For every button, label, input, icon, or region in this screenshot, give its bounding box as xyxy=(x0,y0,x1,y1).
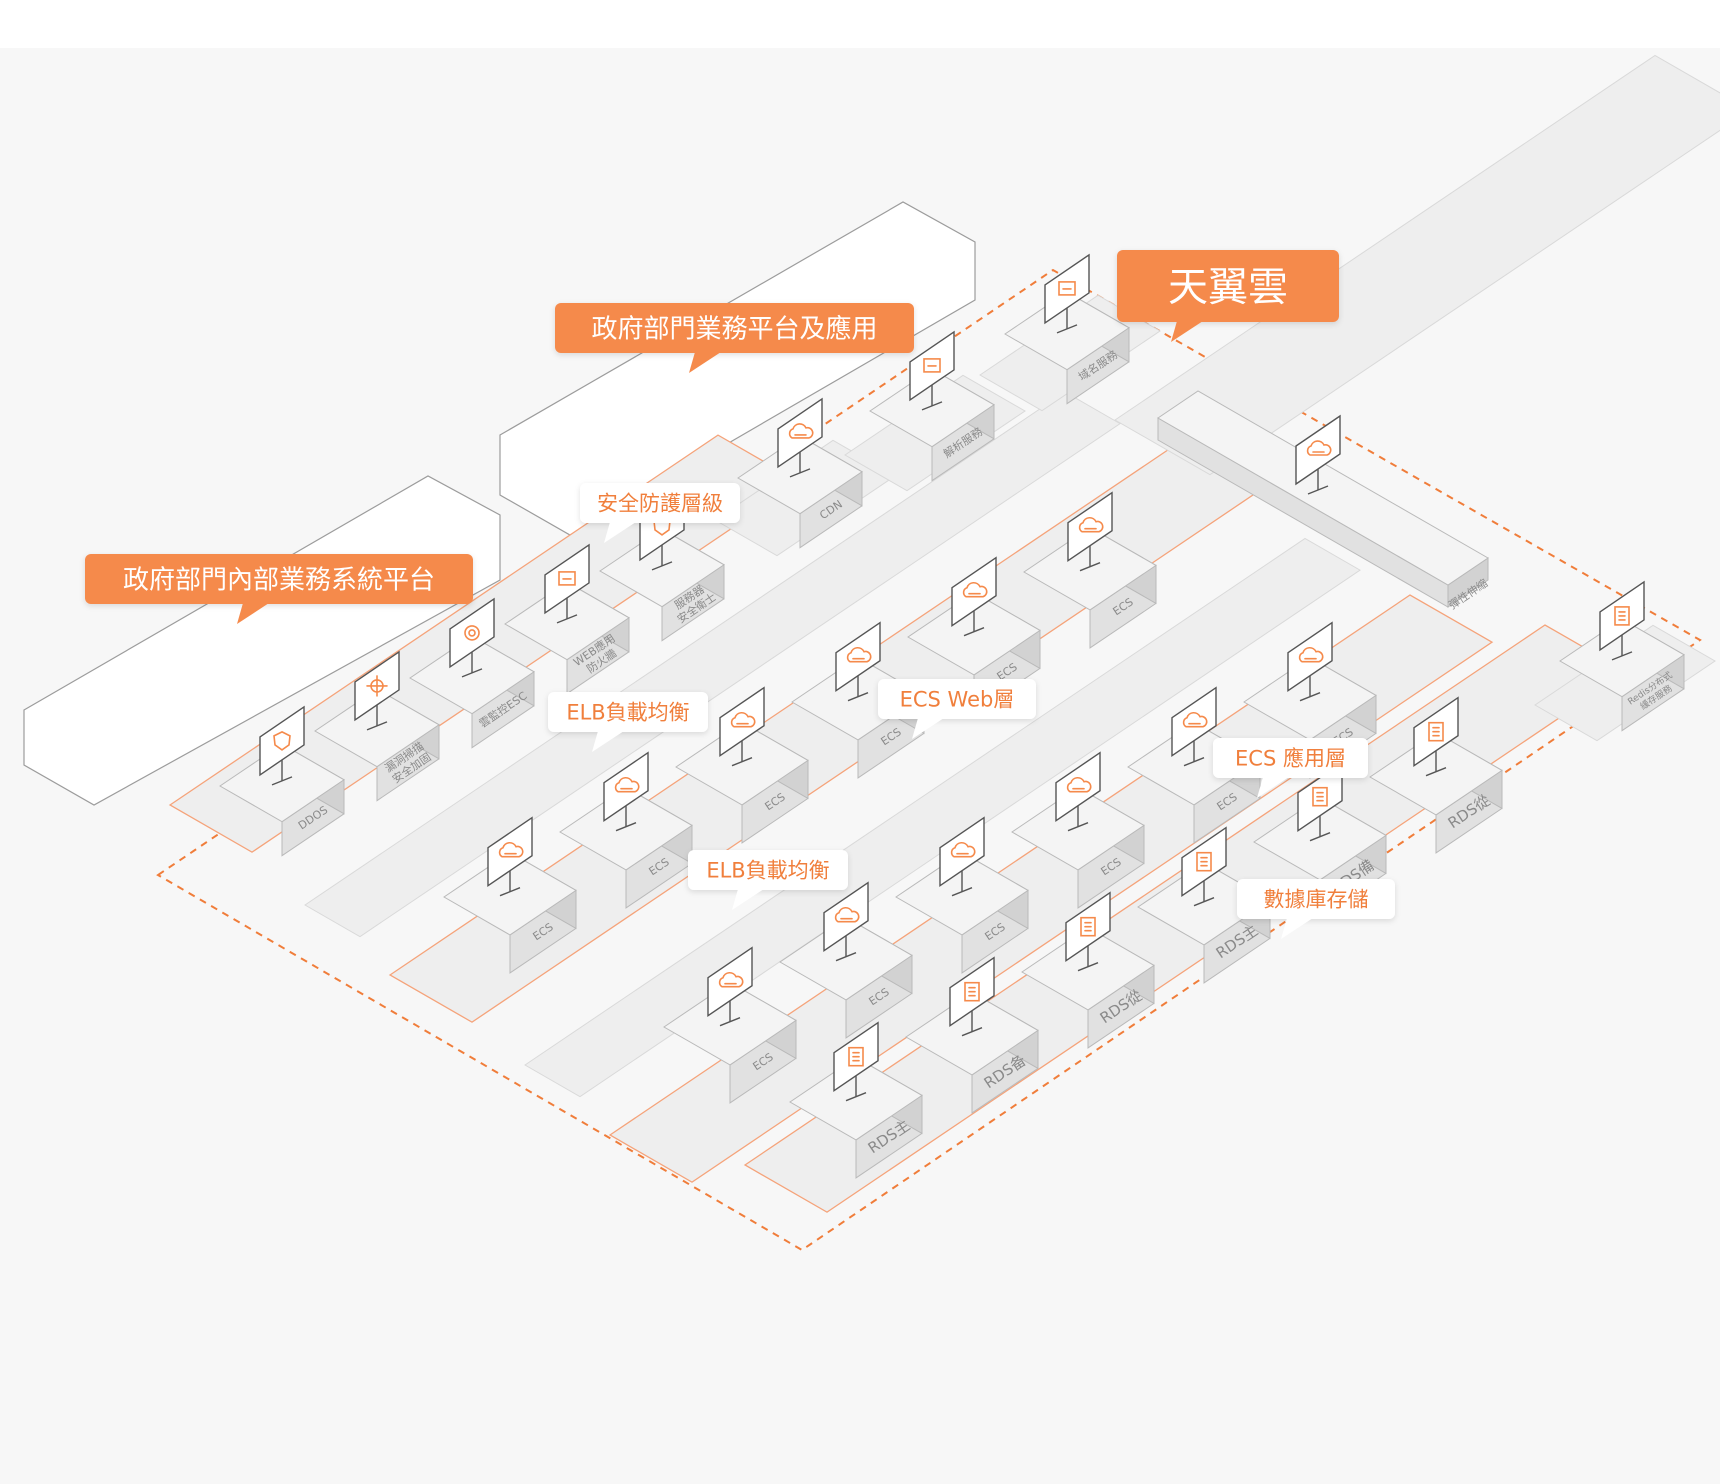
node-ecs-web-4-icon xyxy=(835,621,881,702)
node-ecs-app-2-icon xyxy=(823,881,869,962)
node-rds-near-2-icon xyxy=(949,956,995,1037)
callout-elb-1-text: ELB負載均衡 xyxy=(566,701,689,725)
node-dns-icon xyxy=(909,330,955,411)
node-ecs-web-3-icon xyxy=(719,686,765,767)
node-cdn: CDN xyxy=(737,397,863,549)
node-ecs-web-6-icon xyxy=(1067,491,1113,572)
node-ecs-web-6: ECS xyxy=(1023,491,1157,649)
node-rds-near-1-icon xyxy=(833,1021,879,1102)
node-rds-far-3-icon xyxy=(1413,696,1459,777)
node-cloud-monitor: 雲監控ESC xyxy=(409,597,535,749)
callout-database-text: 數據庫存儲 xyxy=(1264,888,1369,912)
callout-ecs-web: ECS Web層 xyxy=(878,679,1036,739)
node-ecs-app-6-icon xyxy=(1287,621,1333,702)
callout-gov-business: 政府部門業務平台及應用 xyxy=(555,303,914,373)
node-ecs-app-5-icon xyxy=(1171,686,1217,767)
node-ecs-app-2: ECS xyxy=(779,881,913,1039)
callout-elb-2: ELB負載均衡 xyxy=(688,850,848,910)
node-rds-near-1: RDS主 xyxy=(789,1021,923,1179)
node-elastic-icon xyxy=(1295,414,1341,495)
node-cloud-monitor-icon xyxy=(449,597,495,678)
node-vuln-scan-icon xyxy=(354,650,400,731)
node-ecs-web-2: ECS xyxy=(559,751,693,909)
tray-elastic xyxy=(1114,54,1720,476)
callout-ecs-app: ECS 應用層 xyxy=(1213,738,1368,798)
callout-database: 數據庫存儲 xyxy=(1237,879,1395,939)
node-rds-near-3-icon xyxy=(1065,891,1111,972)
node-ecs-web-3: ECS xyxy=(675,686,809,844)
callout-cloud-brand: 天翼雲 xyxy=(1117,250,1339,342)
tray-elb-2 xyxy=(524,537,1361,1098)
node-elastic: 彈性伸縮 xyxy=(1157,390,1490,612)
node-domain-icon xyxy=(1044,253,1090,334)
node-rds-far-1-icon xyxy=(1181,826,1227,907)
node-ecs-web-1: ECS xyxy=(443,816,577,974)
callout-ecs-web-text: ECS Web層 xyxy=(900,688,1015,712)
callout-gov-business-text: 政府部門業務平台及應用 xyxy=(591,314,877,344)
node-waf-icon xyxy=(544,543,590,624)
node-ecs-app-1-icon xyxy=(707,946,753,1027)
callout-security-text: 安全防護層級 xyxy=(597,492,723,516)
node-cdn-icon xyxy=(777,397,823,478)
node-ecs-app-1: ECS xyxy=(663,946,797,1104)
callout-security: 安全防護層級 xyxy=(580,483,740,543)
node-redis-icon xyxy=(1599,580,1645,661)
node-ecs-app-4: ECS xyxy=(1011,751,1145,909)
node-rds-near-2: RDS备 xyxy=(905,956,1039,1114)
callout-elb-2-text: ELB負載均衡 xyxy=(706,859,829,883)
callout-gov-internal: 政府部門內部業務系統平台 xyxy=(85,554,473,624)
node-ddos-icon xyxy=(259,705,305,786)
node-rds-near-3: RDS從 xyxy=(1021,891,1155,1049)
node-ecs-app-3-icon xyxy=(939,816,985,897)
node-ecs-web-5-icon xyxy=(951,556,997,637)
platform-business xyxy=(499,201,976,536)
node-rds-far-3: RDS從 xyxy=(1369,696,1503,854)
node-ecs-web-2-icon xyxy=(603,751,649,832)
node-ecs-app-3: ECS xyxy=(895,816,1029,974)
callout-cloud-brand-text: 天翼雲 xyxy=(1168,264,1288,310)
callout-gov-internal-text: 政府部門內部業務系統平台 xyxy=(123,565,435,595)
node-ecs-web-1-icon xyxy=(487,816,533,897)
callout-ecs-app-text: ECS 應用層 xyxy=(1235,747,1346,771)
tray-elb-1 xyxy=(304,391,1121,938)
node-domain: 域名服務 xyxy=(1004,253,1130,405)
node-ddos: DDOS xyxy=(219,705,345,857)
callout-elb-1: ELB負載均衡 xyxy=(548,692,708,752)
node-rds-far-1: RDS主 xyxy=(1137,826,1271,984)
callouts: 天翼雲政府部門業務平台及應用政府部門內部業務系統平台安全防護層級ELB負載均衡E… xyxy=(85,250,1395,939)
node-ecs-app-4-icon xyxy=(1055,751,1101,832)
